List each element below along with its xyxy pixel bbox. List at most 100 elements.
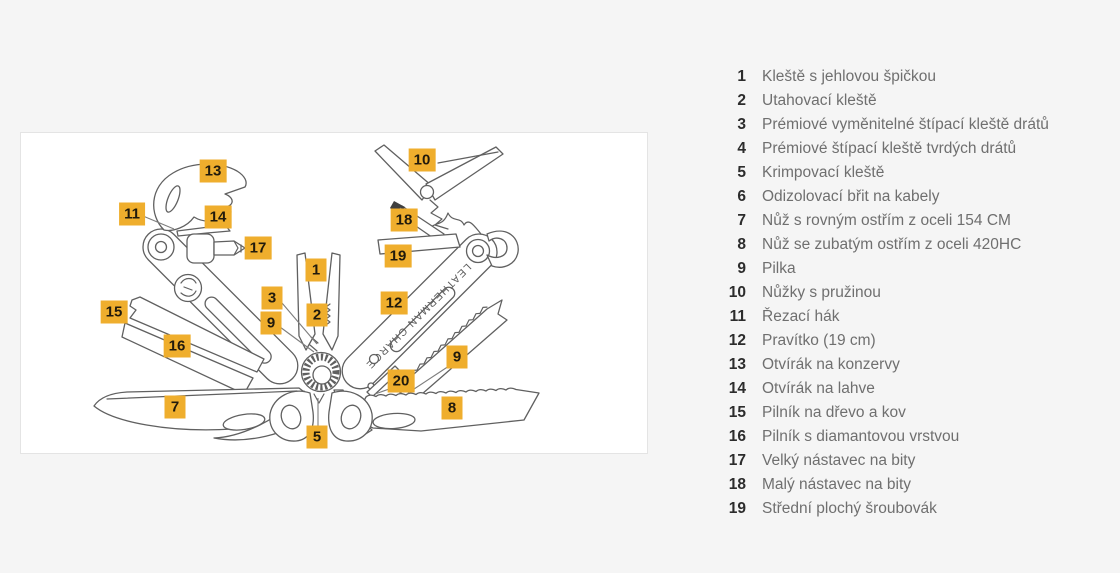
legend-item-number: 5 [737,164,746,181]
legend-item-label: Krimpovací kleště [762,164,885,181]
scissors-pivot [419,184,435,200]
left-handle-end-slot [222,413,266,431]
legend-item-number: 17 [728,452,746,469]
legend-item-8: 8 Nůž se zubatým ostřím z oceli 420HC [728,233,1120,257]
legend-item-2: 2 Utahovací kleště [728,89,1120,113]
leader-9-right [407,365,450,394]
legend-item-5: 5 Krimpovací kleště [728,161,1120,185]
legend-item-number: 10 [728,284,746,301]
scissors-group [374,144,504,235]
diagram-badge-15: 15 [100,300,128,324]
handle-base-right-hole [340,404,362,430]
legend-item-number: 8 [737,236,746,253]
legend-item-label: Nůžky s pružinou [762,284,881,301]
legend-item-number: 13 [728,356,746,373]
legend-item-4: 4 Prémiové štípací kleště tvrdých drátů [728,137,1120,161]
scissors-spring [429,199,449,230]
diagram-badge-5: 5 [306,425,328,449]
multitool-line-drawing: LEATHERMAN CHARGE [93,144,540,442]
legend-item-label: Prémiové vyměnitelné štípací kleště drát… [762,116,1049,133]
legend-item-label: Pilník s diamantovou vrstvou [762,428,960,445]
bit-flutes [233,240,242,256]
legend-item-number: 2 [737,92,746,109]
legend-item-12: 12 Pravítko (19 cm) [728,329,1120,353]
legend-item-1: 1 Kleště s jehlovou špičkou [728,65,1120,89]
scissors-blade-b [425,146,504,201]
legend-item-number: 11 [729,308,746,325]
legend-item-number: 7 [737,212,746,229]
large-bit-driver-drawing [186,233,215,264]
legend-item-number: 15 [728,404,746,421]
legend-item-number: 14 [728,380,746,397]
multitool-diagram-panel: LEATHERMAN CHARGE [20,132,648,454]
legend-item-14: 14 Otvírák na lahve [728,377,1120,401]
handle-rivet [368,353,380,365]
legend-item-label: Malý nástavec na bity [762,476,912,493]
legend-item-9: 9 Pilka [728,257,1120,281]
diagram-badge-1: 1 [305,258,327,282]
legend-item-label: Kleště s jehlovou špičkou [762,68,937,85]
left-handle-group [142,228,299,385]
legend-item-label: Otvírák na lahve [762,380,875,397]
legend-item-number: 1 [737,68,746,85]
diagram-badge-12: 12 [380,291,408,315]
legend-item-label: Nůž s rovným ostřím z oceli 154 CM [762,212,1011,229]
right-pivot-inner [471,244,485,258]
logo-squiggle [180,277,197,297]
file-wood-metal-drawing [129,296,265,373]
legend-item-number: 18 [728,476,746,493]
legend-item-number: 12 [728,332,746,349]
legend-item-label: Pravítko (19 cm) [762,332,876,349]
legend-item-17: 17 Velký nástavec na bity [728,449,1120,473]
knife-spine-line [106,390,298,400]
right-handle-slot [389,286,456,353]
legend-item-label: Otvírák na konzervy [762,356,900,373]
legend-item-11: 11 Řezací hák [728,305,1120,329]
diagram-badge-7: 7 [164,395,186,419]
diagram-badge-14: 14 [204,205,232,229]
leader-9-left [279,326,315,353]
legend-list: 1 Kleště s jehlovou špičkou 2 Utahovací kle… [728,65,1120,521]
leader-3 [281,302,318,345]
diagram-badge-11: 11 [119,202,145,226]
diagram-badge-17: 17 [244,236,272,260]
legend-item-15: 15 Pilník na dřevo a kov [728,401,1120,425]
legend-item-18: 18 Malý nástavec na bity [728,473,1120,497]
diagram-badge-9: 9 [446,345,468,369]
diagram-badge-20: 20 [387,369,415,393]
legend-item-label: Řezací hák [762,308,840,325]
legend-item-label: Pilka [762,260,796,277]
legend-item-label: Odizolovací břit na kabely [762,188,940,205]
legend-item-label: Prémiové štípací kleště tvrdých drátů [762,140,1017,157]
legend-item-label: Nůž se zubatým ostřím z oceli 420HC [762,236,1022,253]
legend-item-number: 16 [728,428,746,445]
legend-item-number: 4 [737,140,746,157]
left-pivot-inner [154,240,168,254]
crimper-gap [313,393,325,404]
leader-11 [142,215,175,230]
legend-item-label: Pilník na dřevo a kov [762,404,906,421]
diagram-badge-16: 16 [163,334,191,358]
handle-base-left-hole [280,404,302,430]
diagram-badge-2: 2 [306,303,328,327]
can-opener-slot [165,185,181,213]
legend-item-label: Velký nástavec na bity [762,452,916,469]
diagram-badge-9: 9 [260,311,282,335]
diagram-badge-19: 19 [384,244,412,268]
legend-item-number: 9 [737,260,746,277]
diagram-badge-18: 18 [390,208,418,232]
legend-item-7: 7 Nůž s rovným ostřím z oceli 154 CM [728,209,1120,233]
pliers-group [269,252,373,442]
legend-item-3: 3 Prémiové vyměnitelné štípací kleště drá… [728,113,1120,137]
serrated-knife-slot [372,412,416,430]
legend-item-label: Utahovací kleště [762,92,877,109]
carabiner-clip-drawing [486,230,519,268]
left-handle-slot [204,296,272,364]
diagram-badge-13: 13 [199,159,227,183]
legend-item-number: 3 [737,116,746,133]
spring-tang-outline [425,212,482,235]
knurling-ticks [302,353,340,391]
